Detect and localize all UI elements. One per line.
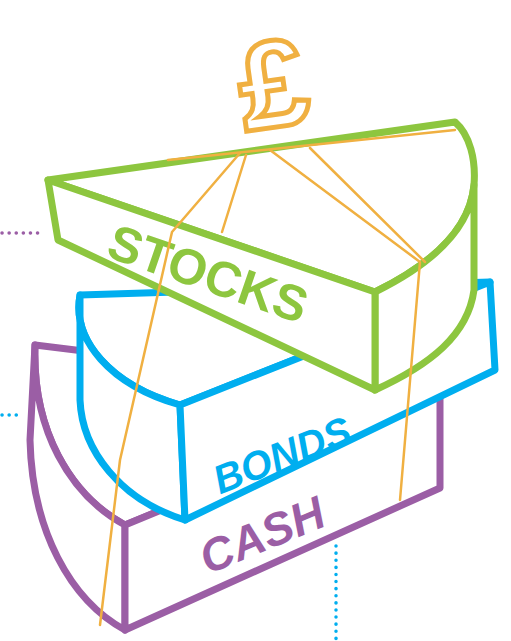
pound-symbol: £ [230, 18, 316, 150]
slice-face [125, 395, 440, 630]
leader-dots [2, 231, 44, 235]
leader-dots [334, 546, 338, 641]
stocks-slice: STOCKS [40, 112, 486, 402]
leader-dots [2, 413, 20, 417]
slice-face [30, 345, 125, 630]
